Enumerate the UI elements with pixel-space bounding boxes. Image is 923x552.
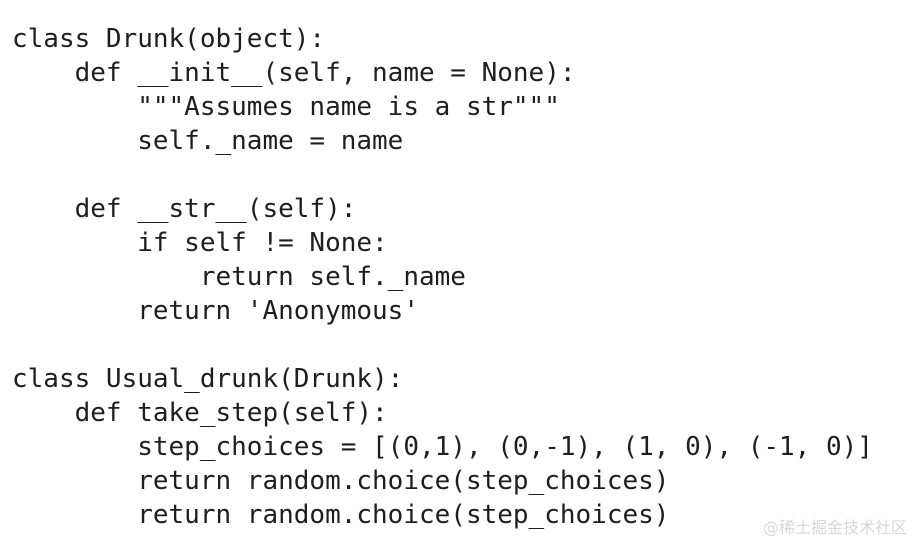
code-line: class Usual_drunk(Drunk): [12,364,404,394]
code-line: class Drunk(object): [12,24,326,54]
code-line: return random.choice(step_choices) [12,466,670,496]
code-line: def __init__(self, name = None): [12,58,576,88]
code-block: class Drunk(object): def __init__(self, … [12,22,912,532]
code-line: return random.choice(step_choices) [12,500,670,530]
code-line: def __str__(self): [12,194,357,224]
code-line: return self._name [12,262,466,292]
code-line: """Assumes name is a str""" [12,92,560,122]
code-line [12,158,912,192]
code-line [12,328,912,362]
code-line: def take_step(self): [12,398,388,428]
watermark: @稀土掘金技术社区 [762,518,907,537]
code-line: self._name = name [12,126,404,156]
code-line: step_choices = [(0,1), (0,-1), (1, 0), (… [12,432,873,462]
code-line: if self != None: [12,228,388,258]
code-line: return 'Anonymous' [12,296,419,326]
